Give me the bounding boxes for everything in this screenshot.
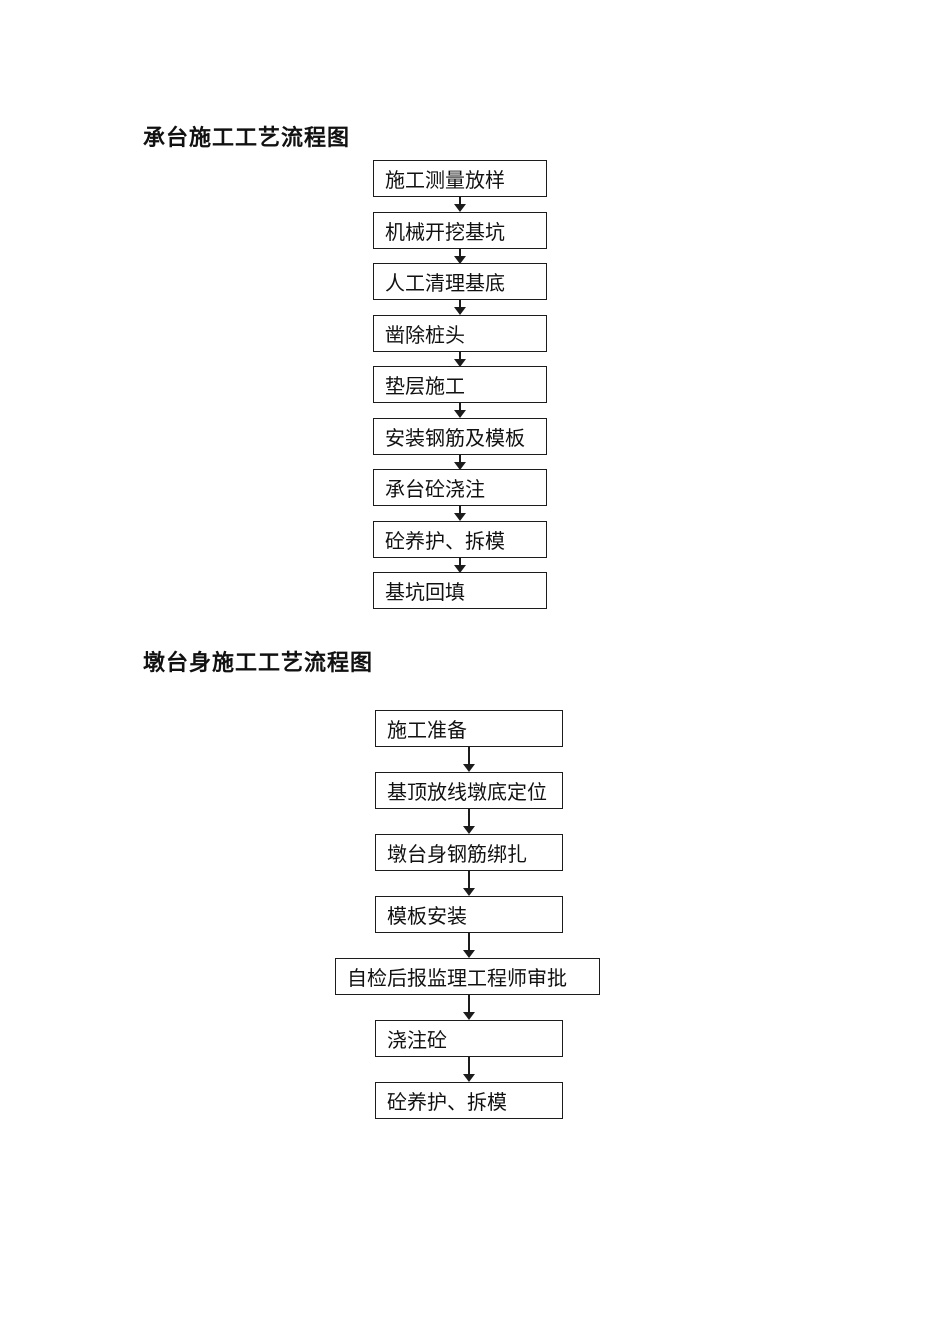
flow-step-pier-rebar-binding: 墩台身钢筋绑扎	[375, 834, 563, 871]
flow-step-label: 砼养护、拆模	[387, 1092, 507, 1114]
flow-step-label: 安装钢筋及模板	[385, 428, 525, 450]
flow-step-label: 施工测量放样	[385, 170, 505, 192]
flow-step-manual-base-cleaning: 人工清理基底	[373, 263, 547, 300]
flow-step-label: 墩台身钢筋绑扎	[387, 844, 527, 866]
down-arrow-icon	[462, 809, 475, 834]
flow-step-chisel-pile-head: 凿除桩头	[373, 315, 547, 352]
flow-step-label: 模板安装	[387, 906, 467, 928]
flow-step-pour-concrete: 浇注砼	[375, 1020, 563, 1057]
flow-step-label: 基坑回填	[385, 582, 465, 604]
pile-cap-flowchart-title: 承台施工工艺流程图	[143, 125, 351, 150]
flow-step-formwork-installation: 模板安装	[375, 896, 563, 933]
flow-step-label: 施工准备	[387, 720, 467, 742]
flow-step-label: 砼养护、拆模	[385, 531, 505, 553]
flow-step-label: 人工清理基底	[385, 273, 505, 295]
down-arrow-icon	[462, 933, 475, 958]
down-arrow-icon	[453, 558, 466, 573]
flow-step-cushion-construction: 垫层施工	[373, 366, 547, 403]
flow-step-construction-preparation: 施工准备	[375, 710, 563, 747]
down-arrow-icon	[462, 871, 475, 896]
down-arrow-icon	[462, 747, 475, 772]
down-arrow-icon	[453, 455, 466, 470]
flow-step-supervisor-approval: 自检后报监理工程师审批	[335, 958, 600, 995]
flow-step-install-rebar-formwork: 安装钢筋及模板	[373, 418, 547, 455]
down-arrow-icon	[453, 197, 466, 212]
flow-step-label: 凿除桩头	[385, 325, 465, 347]
down-arrow-icon	[453, 300, 466, 315]
flow-step-mechanical-excavation: 机械开挖基坑	[373, 212, 547, 249]
flow-step-label: 自检后报监理工程师审批	[347, 968, 567, 990]
down-arrow-icon	[453, 249, 466, 264]
flow-step-label: 机械开挖基坑	[385, 222, 505, 244]
down-arrow-icon	[453, 403, 466, 418]
pier-body-flowchart-title: 墩台身施工工艺流程图	[143, 650, 374, 675]
flow-step-base-line-positioning: 基顶放线墩底定位	[375, 772, 563, 809]
down-arrow-icon	[462, 995, 475, 1020]
down-arrow-icon	[462, 1057, 475, 1082]
flow-step-curing-demolding: 砼养护、拆模	[375, 1082, 563, 1119]
flow-step-curing-demolding: 砼养护、拆模	[373, 521, 547, 558]
down-arrow-icon	[453, 352, 466, 367]
flow-step-cap-concrete-pour: 承台砼浇注	[373, 469, 547, 506]
flow-step-label: 浇注砼	[387, 1030, 447, 1052]
flow-step-pit-backfill: 基坑回填	[373, 572, 547, 609]
flow-step-label: 承台砼浇注	[385, 479, 485, 501]
flow-step-label: 基顶放线墩底定位	[387, 782, 547, 804]
down-arrow-icon	[453, 506, 466, 521]
flow-step-survey-layout: 施工测量放样	[373, 160, 547, 197]
flow-step-label: 垫层施工	[385, 376, 465, 398]
